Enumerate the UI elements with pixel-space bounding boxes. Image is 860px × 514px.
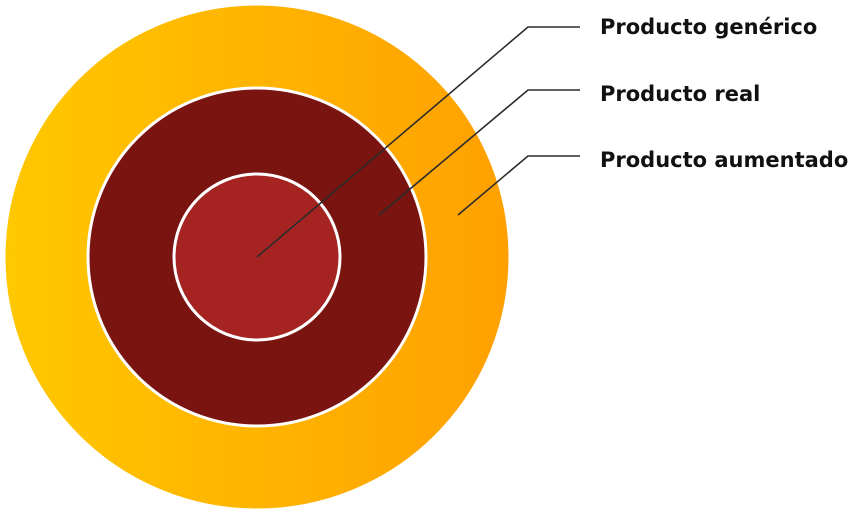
leader-line-augmented [457, 155, 580, 216]
leader-line-generic [256, 26, 580, 258]
leader-line-real [378, 89, 580, 216]
label-augmented-product: Producto aumentado [600, 148, 848, 172]
label-real-product: Producto real [600, 82, 760, 106]
label-generic-product: Producto genérico [600, 15, 817, 39]
